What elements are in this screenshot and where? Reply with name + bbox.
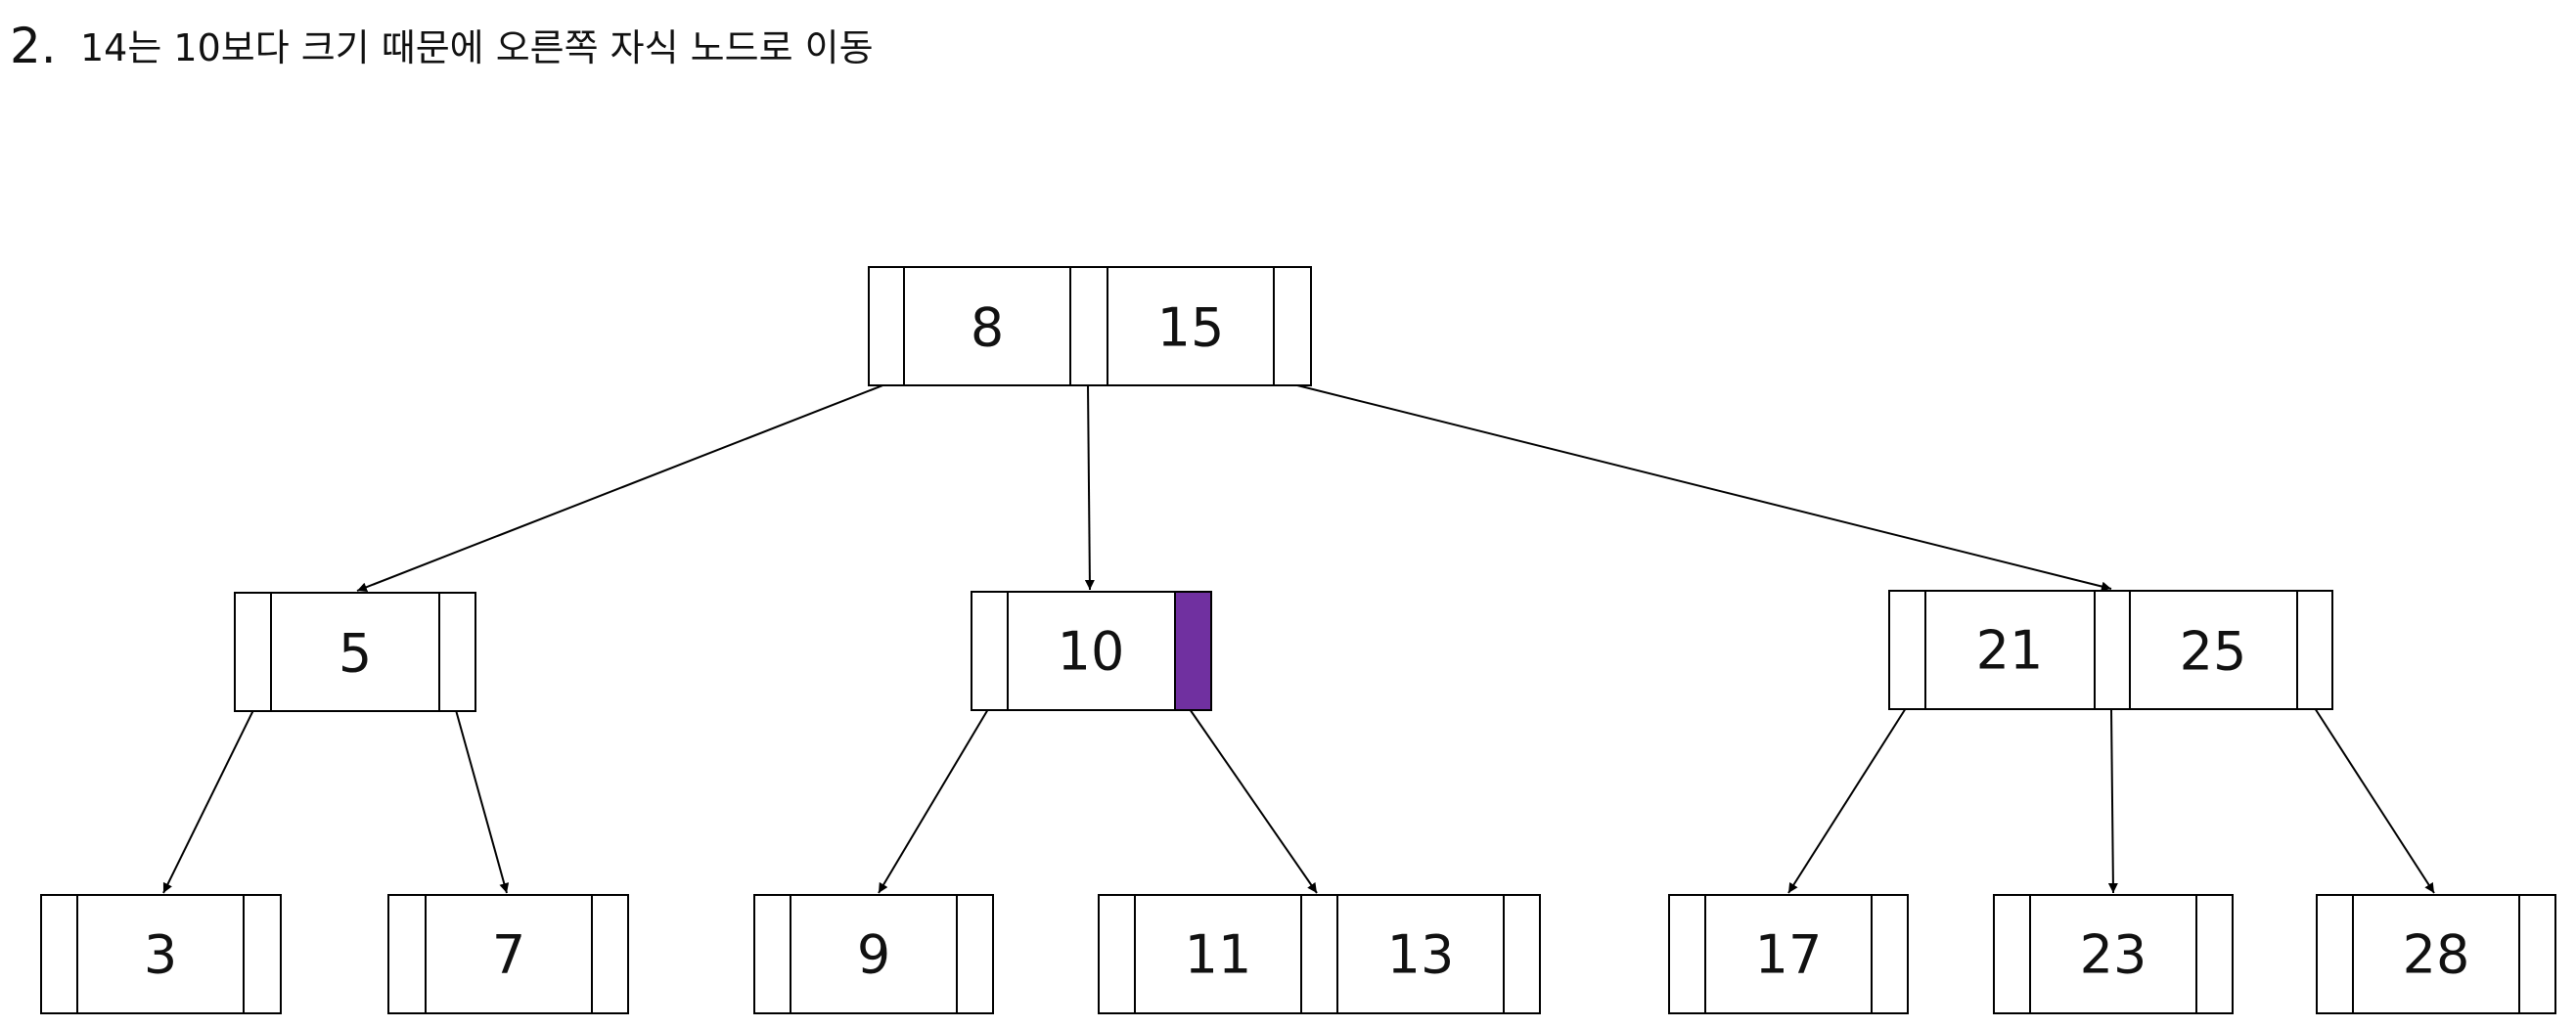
internal-node: 10 xyxy=(971,591,1212,711)
step-number: 2. xyxy=(10,18,57,74)
key-label: 10 xyxy=(1058,621,1125,683)
key-label: 15 xyxy=(1157,297,1225,359)
key-cell xyxy=(1134,894,1302,1014)
pointer-cell xyxy=(438,592,476,712)
key-cell xyxy=(1007,591,1176,711)
pointer-cell xyxy=(2316,894,2354,1014)
pointer-cell xyxy=(753,894,791,1014)
pointer-cell xyxy=(591,894,629,1014)
leaf-node: 11 13 xyxy=(1098,894,1541,1014)
key-cell xyxy=(425,894,593,1014)
pointer-cell xyxy=(956,894,994,1014)
internal-node: 5 xyxy=(234,592,476,712)
edge-node-21-25-to-leaf-17 xyxy=(1787,707,1907,894)
highlighted-pointer-cell xyxy=(1174,591,1212,711)
pointer-cell xyxy=(2296,590,2333,710)
edge-root-to-node-5 xyxy=(356,383,886,593)
key-label: 13 xyxy=(1387,924,1455,986)
step-description: 14는 10보다 크기 때문에 오른쪽 자식 노드로 이동 xyxy=(80,26,874,69)
edge-node-5-to-leaf-7 xyxy=(455,709,510,894)
edge-group-level1 xyxy=(162,707,2435,894)
key-cell xyxy=(2029,894,2197,1014)
root-node: 8 15 xyxy=(868,266,1312,386)
leaf-node: 23 xyxy=(1993,894,2234,1014)
edge-group-root xyxy=(356,383,2112,593)
key-cell xyxy=(2129,590,2298,710)
internal-node: 21 25 xyxy=(1888,590,2333,710)
leaf-node: 17 xyxy=(1668,894,1909,1014)
pointer-cell xyxy=(1069,266,1108,386)
pointer-cell xyxy=(1098,894,1136,1014)
key-label: 5 xyxy=(339,623,372,685)
pointer-cell xyxy=(2518,894,2556,1014)
pointer-cell xyxy=(971,591,1009,711)
key-label: 7 xyxy=(492,924,525,986)
edge-root-to-node-10 xyxy=(1084,383,1095,591)
edge-root-to-node-21-25 xyxy=(1292,383,2112,592)
edge-node-5-to-leaf-3 xyxy=(162,709,254,894)
key-cell xyxy=(790,894,958,1014)
key-label: 28 xyxy=(2403,924,2470,986)
pointer-cell xyxy=(234,592,272,712)
key-label: 11 xyxy=(1185,924,1252,986)
pointer-cell xyxy=(40,894,78,1014)
leaf-node: 7 xyxy=(387,894,629,1014)
pointer-cell xyxy=(387,894,427,1014)
pointer-cell xyxy=(1993,894,2031,1014)
edge-node-21-25-to-leaf-28 xyxy=(2314,707,2435,894)
pointer-cell xyxy=(1871,894,1909,1014)
key-label: 17 xyxy=(1755,924,1823,986)
pointer-cell xyxy=(1888,590,1926,710)
pointer-cell xyxy=(868,266,905,386)
key-cell xyxy=(1924,590,2096,710)
leaf-node: 3 xyxy=(40,894,282,1014)
key-label: 23 xyxy=(2080,924,2147,986)
key-label: 21 xyxy=(1976,620,2044,682)
key-cell xyxy=(903,266,1071,386)
pointer-cell xyxy=(2094,590,2131,710)
pointer-cell xyxy=(243,894,282,1014)
edge-node-21-25-to-leaf-23 xyxy=(2107,707,2118,894)
key-label: 9 xyxy=(857,924,890,986)
edge-node-10-to-leaf-9 xyxy=(878,708,989,894)
key-label: 8 xyxy=(971,297,1004,359)
key-cell xyxy=(1107,266,1275,386)
key-cell xyxy=(270,592,440,712)
pointer-cell xyxy=(1503,894,1541,1014)
key-label: 3 xyxy=(144,924,177,986)
key-cell xyxy=(1704,894,1873,1014)
key-cell xyxy=(2352,894,2520,1014)
edge-node-10-to-leaf-11-13 xyxy=(1189,708,1318,894)
pointer-cell xyxy=(2195,894,2234,1014)
leaf-node: 9 xyxy=(753,894,994,1014)
leaf-node: 28 xyxy=(2316,894,2556,1014)
pointer-cell xyxy=(1300,894,1338,1014)
key-cell xyxy=(76,894,245,1014)
pointer-cell xyxy=(1273,266,1312,386)
pointer-cell xyxy=(1668,894,1706,1014)
key-label: 25 xyxy=(2180,621,2247,683)
